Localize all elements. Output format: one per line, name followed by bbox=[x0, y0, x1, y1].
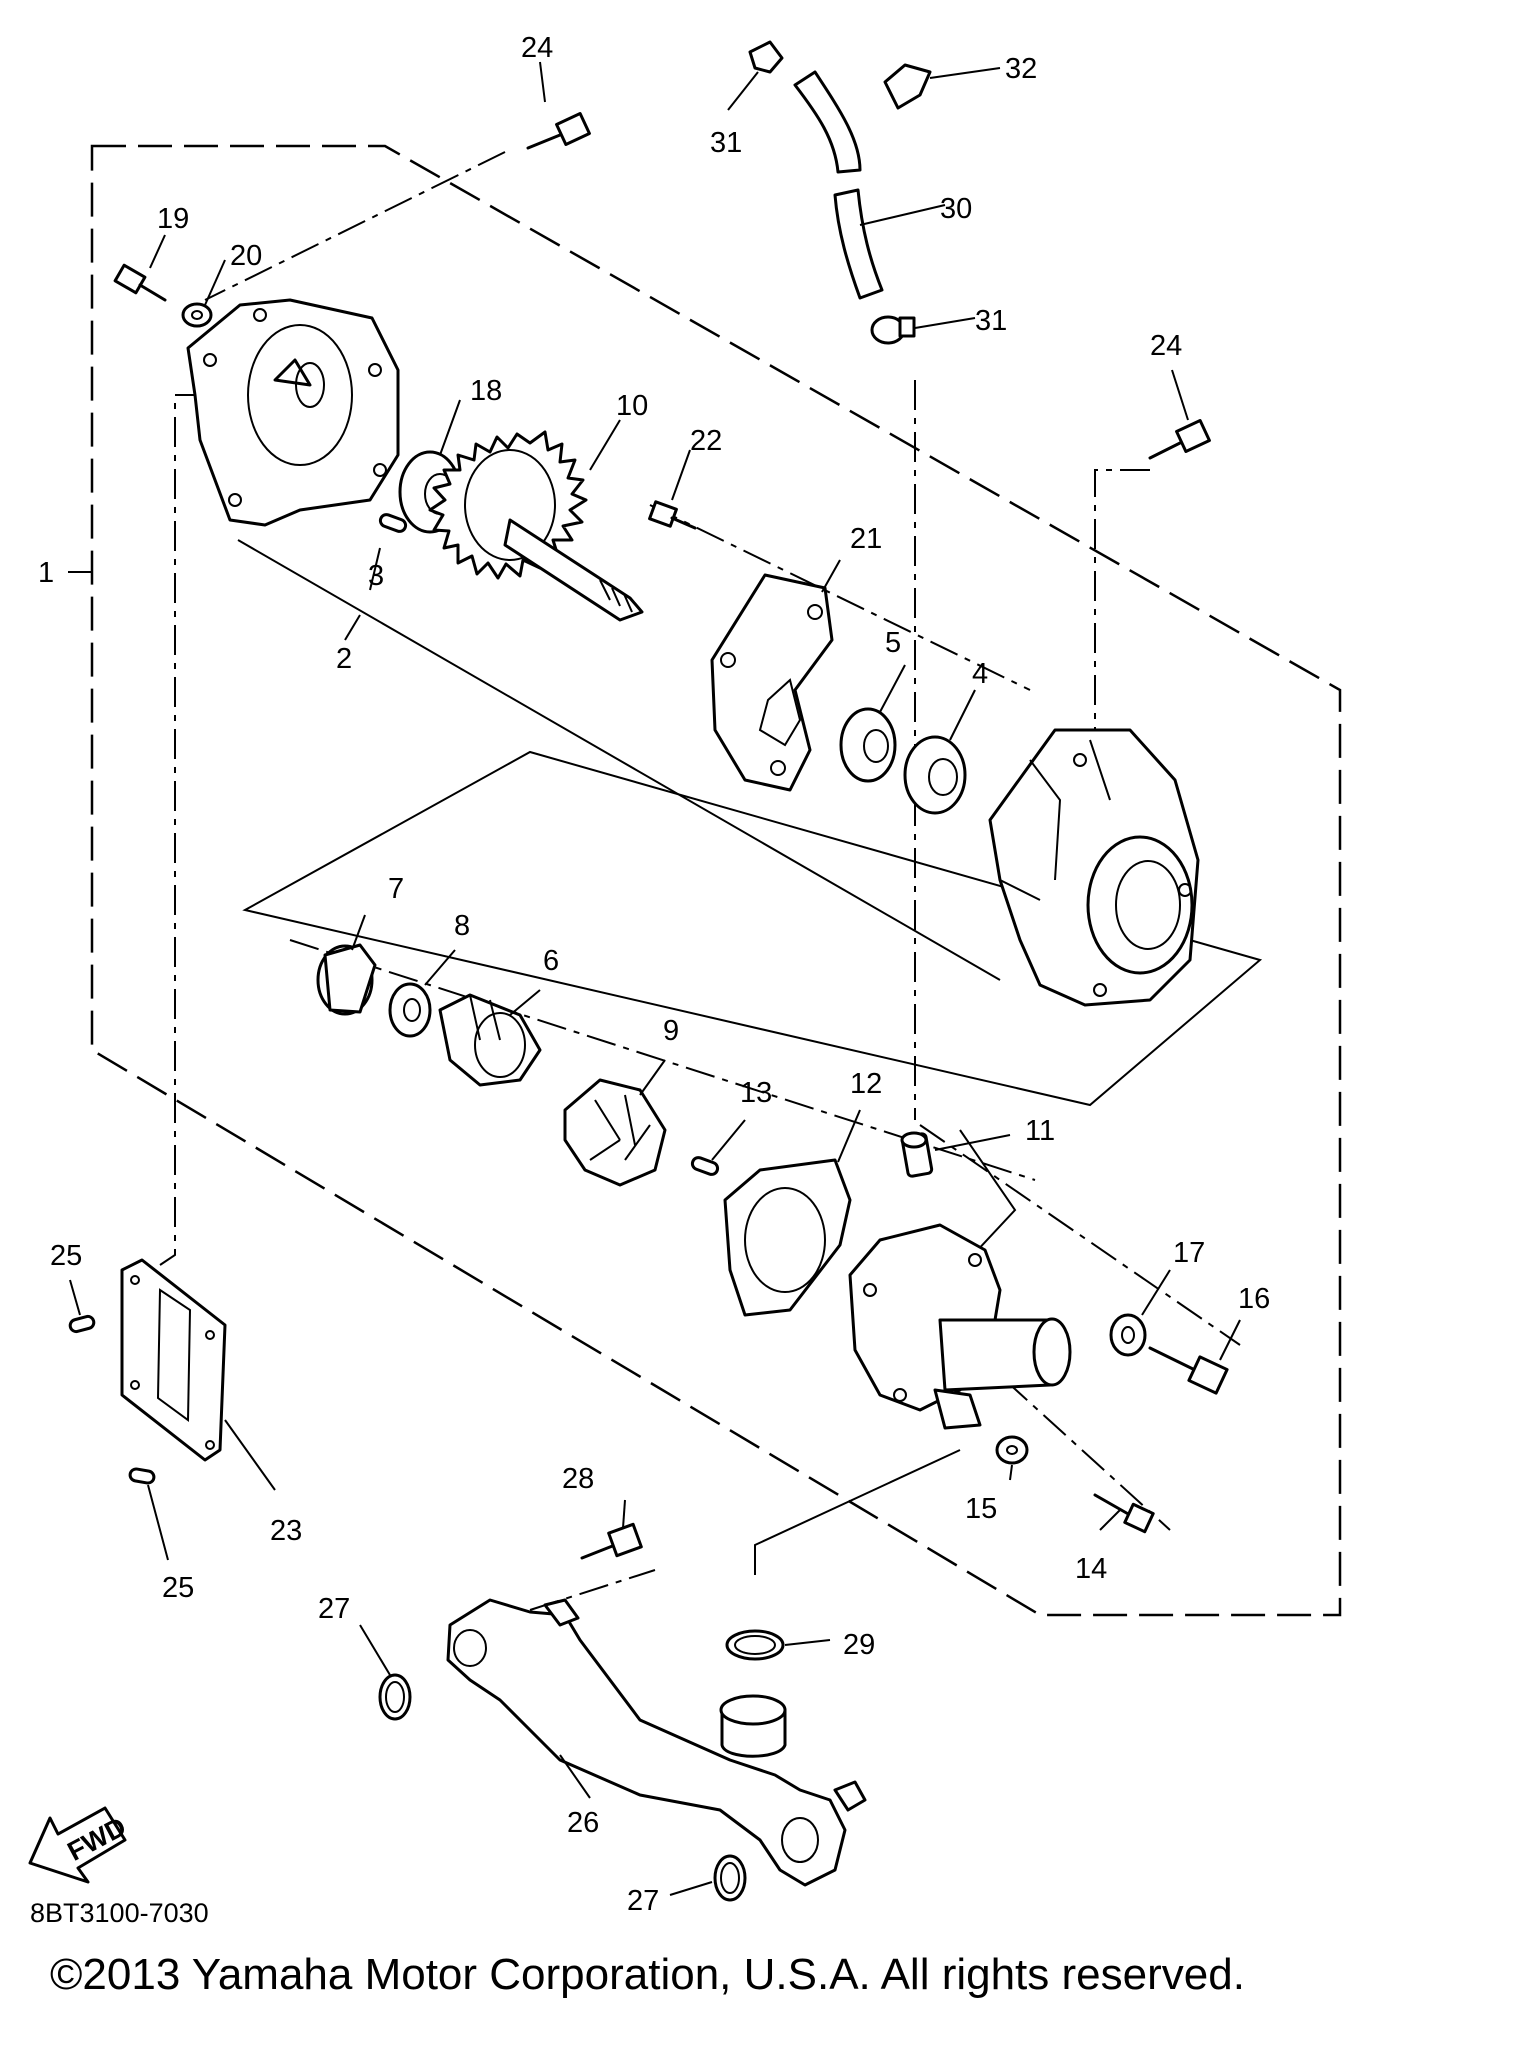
pipe-26 bbox=[446, 1598, 867, 1887]
copyright-notice: ©2013 Yamaha Motor Corporation, U.S.A. A… bbox=[50, 1950, 1245, 1999]
center-line-main bbox=[204, 151, 506, 301]
hose-30 bbox=[793, 70, 884, 300]
assembly-outline bbox=[90, 144, 1342, 1617]
screw-22 bbox=[648, 500, 697, 530]
washer-20 bbox=[181, 302, 213, 328]
callout-5: 5 bbox=[885, 627, 901, 659]
callout-4: 4 bbox=[972, 658, 988, 690]
callout-31-upper: 31 bbox=[710, 127, 742, 159]
callout-23: 23 bbox=[270, 1515, 302, 1547]
callout-24-upper: 24 bbox=[521, 32, 553, 64]
callout-27-upper: 27 bbox=[318, 1593, 350, 1625]
callout-21: 21 bbox=[850, 523, 882, 555]
bolt-24-upper bbox=[526, 112, 591, 150]
forward-arrow: FWD bbox=[28, 1806, 131, 1884]
o-ring-27-upper bbox=[378, 1673, 412, 1721]
callout-12: 12 bbox=[850, 1068, 882, 1100]
dowel-25-upper bbox=[68, 1314, 96, 1334]
callout-24-right: 24 bbox=[1150, 330, 1182, 362]
shaft-gear-10 bbox=[428, 430, 644, 622]
pump-outlet-cover bbox=[848, 1223, 1072, 1430]
gasket-23 bbox=[120, 1258, 227, 1462]
part-code: 8BT3100-7030 bbox=[30, 1898, 209, 1928]
callout-27-lower: 27 bbox=[627, 1885, 659, 1917]
callout-26: 26 bbox=[567, 1807, 599, 1839]
mechanical-seal-6 bbox=[438, 993, 542, 1087]
dowel-pin-3 bbox=[378, 513, 408, 533]
bolt-19 bbox=[113, 263, 167, 302]
bolt-28 bbox=[580, 1522, 643, 1560]
clamp-31-lower bbox=[870, 315, 916, 345]
callout-25-upper: 25 bbox=[50, 1240, 82, 1272]
callout-28: 28 bbox=[562, 1463, 594, 1495]
callout-labels: 1 2 3 4 5 6 7 8 9 10 11 12 13 14 15 16 1… bbox=[38, 32, 1270, 1917]
gasket-12 bbox=[723, 1158, 852, 1317]
bearing-4 bbox=[903, 735, 967, 815]
callout-13: 13 bbox=[740, 1077, 772, 1109]
callout-19: 19 bbox=[157, 203, 189, 235]
clip-32 bbox=[883, 63, 932, 110]
callout-16: 16 bbox=[1238, 1283, 1270, 1315]
bolt-16 bbox=[1148, 1346, 1229, 1395]
dowel-25-lower bbox=[128, 1467, 156, 1485]
callout-25-lower: 25 bbox=[162, 1572, 194, 1604]
callout-6: 6 bbox=[543, 945, 559, 977]
cover-2 bbox=[186, 298, 400, 527]
impeller-9 bbox=[563, 1078, 667, 1187]
oil-seal-5 bbox=[839, 707, 897, 783]
washer-15 bbox=[995, 1435, 1029, 1465]
o-ring-29 bbox=[725, 1629, 785, 1661]
fitting-11 bbox=[900, 1131, 934, 1178]
callout-20: 20 bbox=[230, 240, 262, 272]
callout-3: 3 bbox=[368, 560, 384, 592]
subassembly-outline bbox=[242, 750, 1263, 1107]
callout-22: 22 bbox=[690, 425, 722, 457]
o-ring-27-lower bbox=[713, 1854, 747, 1902]
callout-30: 30 bbox=[940, 193, 972, 225]
callout-9: 9 bbox=[663, 1015, 679, 1047]
bolt-14 bbox=[1093, 1493, 1155, 1534]
plate-21 bbox=[710, 573, 834, 792]
callout-10: 10 bbox=[616, 390, 648, 422]
callout-18: 18 bbox=[470, 375, 502, 407]
callout-17: 17 bbox=[1173, 1237, 1205, 1269]
callout-29: 29 bbox=[843, 1629, 875, 1661]
callout-14: 14 bbox=[1075, 1553, 1107, 1585]
callout-2: 2 bbox=[336, 643, 352, 675]
seal-8 bbox=[388, 982, 432, 1038]
clamp-31-upper bbox=[748, 40, 784, 74]
callout-15: 15 bbox=[965, 1493, 997, 1525]
pump-housing bbox=[988, 728, 1200, 1007]
leader-lines bbox=[69, 61, 1241, 1896]
washer-17 bbox=[1109, 1313, 1147, 1357]
callout-31-lower: 31 bbox=[975, 305, 1007, 337]
pin-13 bbox=[690, 1156, 720, 1176]
callout-8: 8 bbox=[454, 910, 470, 942]
collar-7 bbox=[316, 943, 377, 1016]
bolt-24-right bbox=[1148, 419, 1211, 460]
callout-11: 11 bbox=[1025, 1115, 1055, 1147]
callout-7: 7 bbox=[388, 873, 404, 905]
callout-32: 32 bbox=[1005, 53, 1037, 85]
callout-1: 1 bbox=[38, 557, 54, 589]
